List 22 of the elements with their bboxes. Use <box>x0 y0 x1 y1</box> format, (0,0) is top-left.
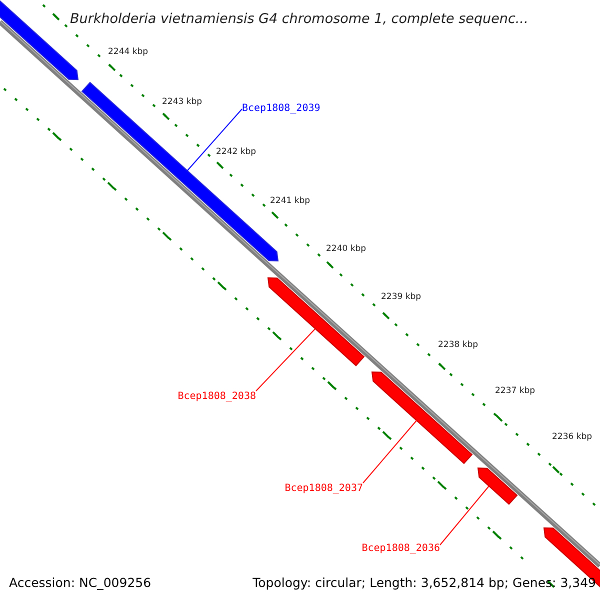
scale-label: 2237 kbp <box>495 385 536 398</box>
gene-feature <box>477 468 518 505</box>
gene-label: Bcep1808_2036 <box>362 541 440 556</box>
scale-label: 2238 kbp <box>438 339 478 352</box>
leader-line <box>186 108 242 172</box>
scale-label: 2242 kbp <box>216 146 256 159</box>
gene-feature <box>371 372 473 464</box>
accession-text: Accession: NC_009256 <box>9 574 152 592</box>
leader-line <box>362 420 418 484</box>
leader-line <box>440 486 490 546</box>
scale-label: 2244 kbp <box>108 46 148 59</box>
leader-line <box>256 328 316 392</box>
scale-label: 2239 kbp <box>381 291 422 304</box>
gene-label: Bcep1808_2037 <box>284 481 363 496</box>
scale-label: 2240 kbp <box>326 243 366 256</box>
gene-feature <box>267 277 365 366</box>
scale-label: 2236 kbp <box>552 431 592 444</box>
title: Burkholderia vietnamiensis G4 chromosome 1, complete sequenc... <box>70 10 528 29</box>
gene-label: Bcep1808_2039 <box>242 101 320 116</box>
gene-label: Bcep1808_2038 <box>178 389 256 404</box>
scale-label: 2243 kbp <box>162 96 202 109</box>
scale-label: 2241 kbp <box>270 195 310 208</box>
